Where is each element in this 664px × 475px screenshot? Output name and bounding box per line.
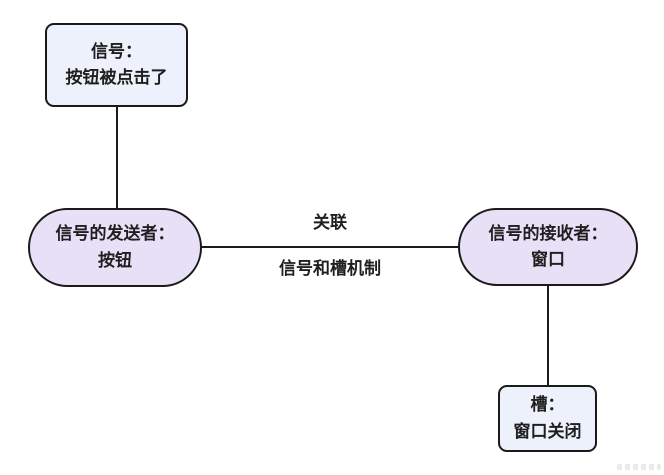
slot-node-line2: 窗口关闭: [513, 421, 582, 441]
sender-node-line2: 按钮: [98, 250, 132, 270]
receiver-node-line2: 窗口: [531, 250, 565, 269]
edge-label-association: 关联: [202, 210, 458, 236]
sender-node-line1: 信号的发送者：: [55, 224, 175, 244]
receiver-node: 信号的接收者： 窗口: [458, 208, 638, 286]
edge-label-association-text: 关联: [313, 213, 347, 232]
sender-node: 信号的发送者： 按钮: [28, 208, 202, 287]
edge-label-mechanism: 信号和槽机制: [202, 256, 458, 282]
watermark: [617, 464, 661, 470]
signal-node-line1: 信号：: [91, 41, 142, 61]
edge-association-line: [202, 246, 458, 248]
signal-node-line2: 按钮被点击了: [65, 68, 168, 87]
edge-label-mechanism-text: 信号和槽机制: [279, 259, 381, 278]
slot-node-line1: 槽：: [530, 395, 565, 415]
slot-node: 槽： 窗口关闭: [498, 385, 597, 452]
signal-node: 信号： 按钮被点击了: [45, 23, 188, 107]
receiver-node-line1: 信号的接收者：: [488, 223, 608, 243]
connector-receiver-slot: [547, 286, 549, 385]
connector-signal-sender: [116, 107, 118, 208]
